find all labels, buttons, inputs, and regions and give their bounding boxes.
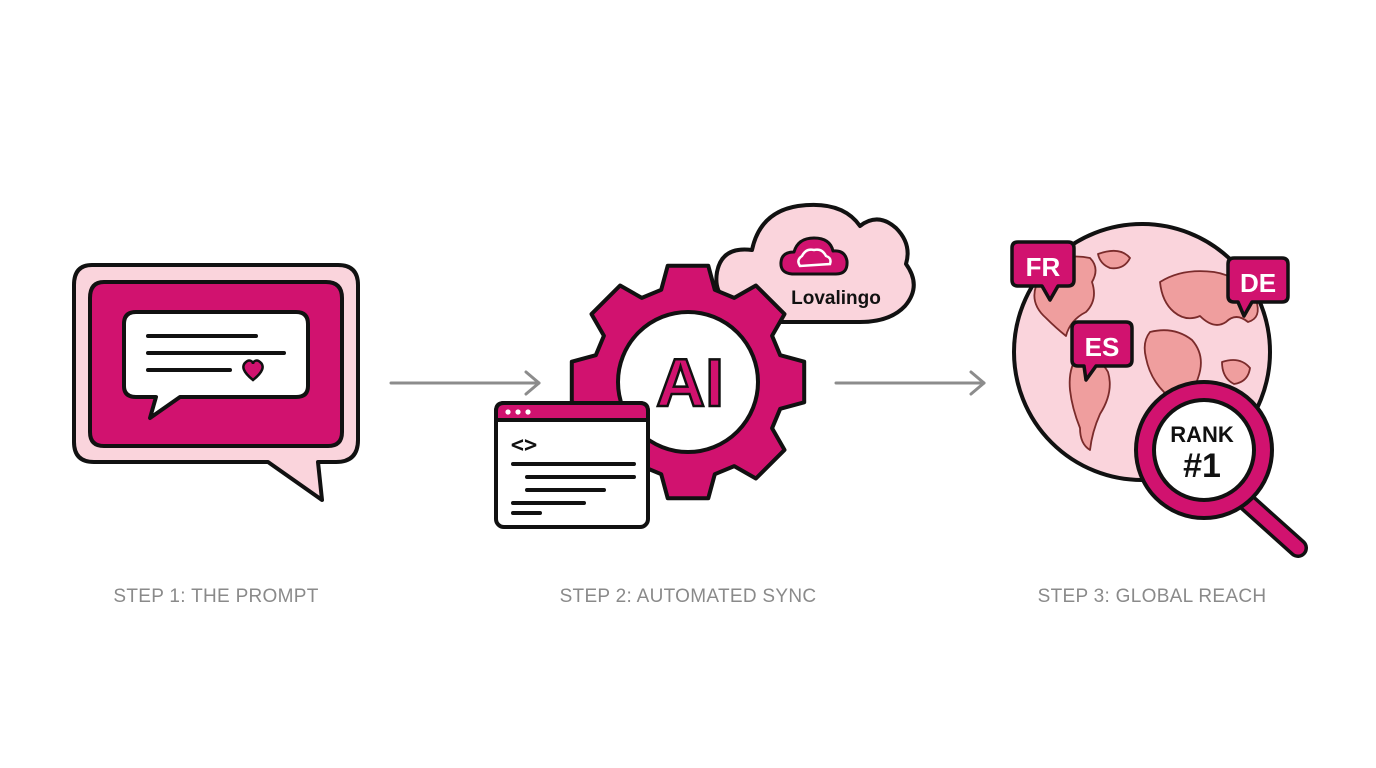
code-window-icon: <> — [494, 401, 650, 529]
language-code: ES — [1085, 332, 1120, 362]
brand-name: Lovalingo — [791, 288, 881, 309]
message-lines — [146, 334, 286, 372]
language-code: FR — [1026, 252, 1061, 282]
arrow-right-icon — [389, 370, 541, 396]
code-lines — [511, 462, 636, 515]
arrow-right-icon — [834, 370, 986, 396]
language-code: DE — [1240, 268, 1276, 298]
language-tag-es: ES — [1070, 320, 1134, 382]
rank-magnifier-icon: RANK #1 — [1134, 380, 1308, 558]
step-1-caption: STEP 1: THE PROMPT — [113, 586, 319, 607]
rank-number: #1 — [1183, 447, 1221, 485]
language-tag-de: DE — [1226, 256, 1290, 318]
heart-icon — [242, 359, 264, 382]
step-2-caption: STEP 2: AUTOMATED SYNC — [559, 586, 817, 607]
ai-label: AI — [656, 345, 724, 421]
code-brackets: <> — [511, 433, 538, 458]
rank-label: RANK — [1170, 422, 1234, 447]
language-tag-fr: FR — [1010, 240, 1076, 302]
chat-bubble-icon — [72, 263, 360, 502]
step-3-caption: STEP 3: GLOBAL REACH — [1037, 586, 1267, 607]
